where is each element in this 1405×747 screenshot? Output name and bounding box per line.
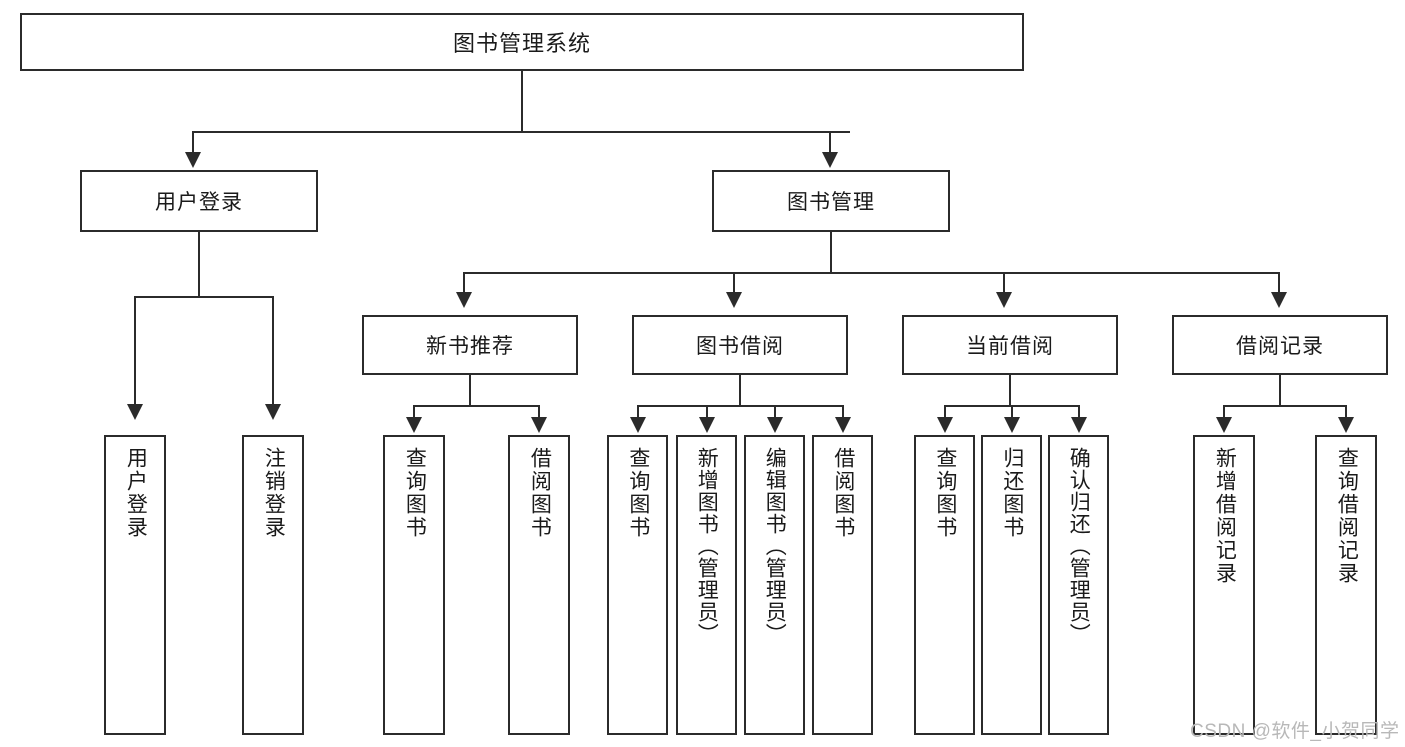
connector-root-to-user-login — [192, 131, 194, 155]
leaf-label: 查询借阅记录 — [1335, 447, 1359, 585]
leaf-label: 新增图书（管理员） — [695, 447, 719, 645]
connector-new-book-bus — [413, 405, 539, 407]
node-leaf-user-logout[interactable]: 注销登录 — [242, 435, 304, 735]
connector-book-borrow-leaf-1 — [637, 405, 639, 419]
connector-book-borrow-leaf-4 — [842, 405, 844, 419]
node-book-management-system[interactable]: 图书管理系统 — [20, 13, 1024, 71]
connector-current-borrow-stem — [1009, 375, 1011, 405]
leaf-label: 确认归还（管理员） — [1067, 447, 1091, 645]
node-borrow-record[interactable]: 借阅记录 — [1172, 315, 1388, 375]
arrowhead-leaf-add-book — [699, 417, 715, 433]
arrowhead-current-borrow — [996, 292, 1012, 308]
arrowhead-leaf-borrow-book-2 — [835, 417, 851, 433]
arrowhead-leaf-query-book-1 — [406, 417, 422, 433]
connector-user-login-bus — [134, 296, 274, 298]
connector-user-login-leaf-1 — [134, 296, 136, 406]
leaf-label: 查询图书 — [403, 447, 427, 539]
leaf-label: 编辑图书（管理员） — [763, 447, 787, 645]
connector-bm-to-book-borrow — [733, 272, 735, 294]
node-leaf-borrow-book-1[interactable]: 借阅图书 — [508, 435, 570, 735]
connector-new-book-leaf-1 — [413, 405, 415, 419]
connector-current-borrow-leaf-1 — [944, 405, 946, 419]
leaf-label: 借阅图书 — [831, 447, 855, 539]
arrowhead-book-borrow — [726, 292, 742, 308]
node-leaf-add-record[interactable]: 新增借阅记录 — [1193, 435, 1255, 735]
leaf-label: 查询图书 — [626, 447, 650, 539]
node-leaf-add-book[interactable]: 新增图书（管理员） — [676, 435, 737, 735]
node-leaf-query-book-1[interactable]: 查询图书 — [383, 435, 445, 735]
node-book-borrow[interactable]: 图书借阅 — [632, 315, 848, 375]
node-book-management[interactable]: 图书管理 — [712, 170, 950, 232]
arrowhead-leaf-query-book-2 — [630, 417, 646, 433]
connector-book-borrow-bus — [637, 405, 843, 407]
node-leaf-edit-book[interactable]: 编辑图书（管理员） — [744, 435, 805, 735]
node-leaf-query-book-3[interactable]: 查询图书 — [914, 435, 975, 735]
connector-borrow-record-bus — [1223, 405, 1346, 407]
csdn-watermark: CSDN @软件_小贺同学 — [1190, 721, 1400, 742]
connector-bm-to-borrow-record — [1278, 272, 1280, 294]
arrowhead-leaf-user-login — [127, 404, 143, 420]
arrowhead-book-management — [822, 152, 838, 168]
node-current-borrow[interactable]: 当前借阅 — [902, 315, 1118, 375]
connector-book-borrow-stem — [739, 375, 741, 405]
arrowhead-leaf-borrow-book-1 — [531, 417, 547, 433]
connector-root-bus — [192, 131, 850, 133]
leaf-label: 新增借阅记录 — [1213, 447, 1237, 585]
connector-book-management-stem — [830, 232, 832, 272]
connector-book-management-bus — [463, 272, 1280, 274]
connector-user-login-stem — [198, 232, 200, 296]
connector-current-borrow-leaf-2 — [1011, 405, 1013, 419]
connector-book-borrow-leaf-3 — [774, 405, 776, 419]
arrowhead-leaf-user-logout — [265, 404, 281, 420]
node-leaf-borrow-book-2[interactable]: 借阅图书 — [812, 435, 873, 735]
node-user-login[interactable]: 用户登录 — [80, 170, 318, 232]
arrowhead-leaf-query-book-3 — [937, 417, 953, 433]
leaf-label: 查询图书 — [933, 447, 957, 539]
leaf-label: 用户登录 — [124, 447, 148, 539]
arrowhead-borrow-record — [1271, 292, 1287, 308]
connector-current-borrow-leaf-3 — [1078, 405, 1080, 419]
connector-book-borrow-leaf-2 — [706, 405, 708, 419]
connector-borrow-record-leaf-2 — [1345, 405, 1347, 419]
arrowhead-leaf-add-record — [1216, 417, 1232, 433]
arrowhead-leaf-return-book — [1004, 417, 1020, 433]
connector-bm-to-current-borrow — [1003, 272, 1005, 294]
connector-root-to-book-management — [829, 131, 831, 155]
arrowhead-leaf-query-record — [1338, 417, 1354, 433]
node-leaf-user-login[interactable]: 用户登录 — [104, 435, 166, 735]
connector-user-login-leaf-2 — [272, 296, 274, 406]
arrowhead-new-book-recommend — [456, 292, 472, 308]
node-leaf-query-record[interactable]: 查询借阅记录 — [1315, 435, 1377, 735]
node-new-book-recommend[interactable]: 新书推荐 — [362, 315, 578, 375]
connector-new-book-stem — [469, 375, 471, 405]
connector-root-stem — [521, 71, 523, 131]
node-leaf-query-book-2[interactable]: 查询图书 — [607, 435, 668, 735]
connector-borrow-record-stem — [1279, 375, 1281, 405]
leaf-label: 归还图书 — [1000, 447, 1024, 539]
node-leaf-confirm-return[interactable]: 确认归还（管理员） — [1048, 435, 1109, 735]
connector-bm-to-new-book — [463, 272, 465, 294]
node-leaf-return-book[interactable]: 归还图书 — [981, 435, 1042, 735]
connector-borrow-record-leaf-1 — [1223, 405, 1225, 419]
arrowhead-leaf-edit-book — [767, 417, 783, 433]
leaf-label: 借阅图书 — [528, 447, 552, 539]
connector-new-book-leaf-2 — [538, 405, 540, 419]
arrowhead-leaf-confirm-return — [1071, 417, 1087, 433]
leaf-label: 注销登录 — [262, 447, 286, 539]
arrowhead-user-login — [185, 152, 201, 168]
